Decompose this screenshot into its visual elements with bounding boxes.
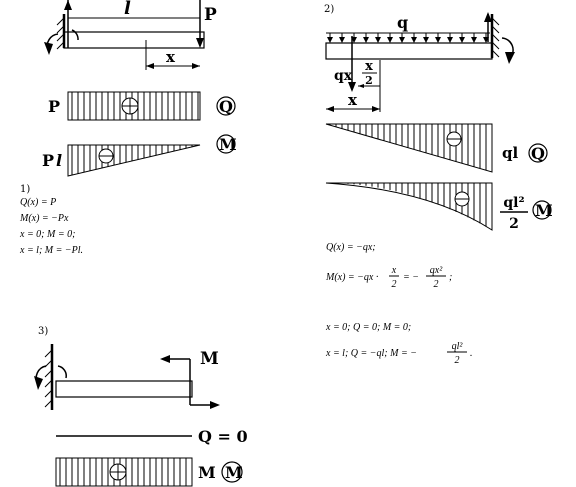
eq-x0: x = 0; Q = 0; M = 0; bbox=[325, 322, 411, 333]
q-diagram bbox=[67, 91, 201, 121]
svg-text:;: ; bbox=[449, 272, 452, 283]
svg-text:x = l; Q = −ql; M = −: x = l; Q = −ql; M = − bbox=[325, 348, 417, 359]
moment-label: M bbox=[200, 349, 219, 369]
svg-text:x: x bbox=[391, 265, 397, 276]
m-value-den: 2 bbox=[509, 216, 519, 232]
eq-q: Q(x) = −qx; bbox=[326, 242, 376, 253]
reaction-arrow-head bbox=[64, 0, 72, 10]
beam bbox=[55, 380, 193, 398]
svg-text:qx²: qx² bbox=[430, 265, 443, 276]
panel-number-1: 1) bbox=[20, 184, 30, 195]
q-diagram-hatch bbox=[329, 124, 487, 171]
panel-number-3: 3) bbox=[38, 326, 48, 337]
reaction-moment-head bbox=[44, 42, 53, 55]
frac-x: x bbox=[365, 59, 373, 74]
m-tag-circle bbox=[221, 461, 243, 483]
q-value-label: ql bbox=[502, 144, 518, 162]
wall-hatch bbox=[44, 349, 53, 408]
x-label: x bbox=[166, 48, 176, 66]
q-zero-label: Q = 0 bbox=[198, 427, 248, 446]
q-value-label: P bbox=[48, 97, 60, 116]
panel-3: 3) M Q = 0 M M bbox=[34, 326, 248, 487]
load-arrows bbox=[327, 33, 489, 43]
m-tag-circle bbox=[216, 134, 236, 154]
svg-text:2: 2 bbox=[434, 279, 439, 290]
load-q-label: q bbox=[397, 13, 408, 32]
svg-text:= −: = − bbox=[403, 272, 419, 283]
svg-text:.: . bbox=[470, 348, 473, 359]
qx-label: qx bbox=[334, 68, 353, 84]
q-tag-circle bbox=[216, 96, 236, 116]
svg-text:M(x) = −qx ·: M(x) = −qx · bbox=[325, 272, 378, 283]
reaction-moment-arc-2 bbox=[57, 365, 67, 379]
svg-text:2: 2 bbox=[455, 355, 460, 366]
wall-hatch bbox=[56, 17, 65, 50]
m-tag-circle bbox=[532, 200, 552, 220]
m-tag: M bbox=[225, 463, 243, 482]
eq-m: M(x) = −qx · x 2 = − qx² 2 ; bbox=[325, 265, 452, 290]
m-value-label: M bbox=[198, 463, 216, 482]
panel-number-2: 2) bbox=[324, 4, 334, 15]
svg-text:2: 2 bbox=[392, 279, 397, 290]
m-diagram-hatch bbox=[59, 458, 187, 486]
q-tag-circle bbox=[528, 143, 548, 163]
x-label: x bbox=[348, 91, 358, 109]
force-p-label: P bbox=[204, 5, 217, 25]
m-tag: M bbox=[219, 135, 237, 154]
eq-xl: x = l; M = −Pl. bbox=[19, 245, 83, 256]
m-diagram bbox=[325, 182, 493, 231]
reaction-moment-arc-2 bbox=[71, 29, 79, 41]
eq-q: Q(x) = P bbox=[20, 197, 56, 208]
m-diagram bbox=[55, 457, 193, 487]
eq-xl: x = l; Q = −ql; M = − ql² 2 . bbox=[325, 341, 473, 366]
length-label: l bbox=[124, 0, 131, 19]
panel-2: 2) q qx x 2 x bbox=[324, 4, 553, 366]
beam bbox=[325, 42, 493, 60]
eq-x0: x = 0; M = 0; bbox=[19, 229, 75, 240]
q-tag: Q bbox=[219, 97, 233, 116]
m-diagram bbox=[67, 144, 201, 177]
eq-m: M(x) = −Px bbox=[19, 213, 69, 224]
q-diagram bbox=[325, 123, 493, 173]
frac-2: 2 bbox=[365, 74, 373, 87]
m-value-num: ql² bbox=[503, 195, 524, 211]
wall-hatch bbox=[491, 17, 500, 58]
q-tag: Q bbox=[531, 144, 545, 163]
force-p-head bbox=[196, 38, 204, 48]
svg-text:ql²: ql² bbox=[452, 341, 464, 352]
m-tag: M bbox=[535, 201, 553, 220]
beam bbox=[63, 31, 205, 49]
